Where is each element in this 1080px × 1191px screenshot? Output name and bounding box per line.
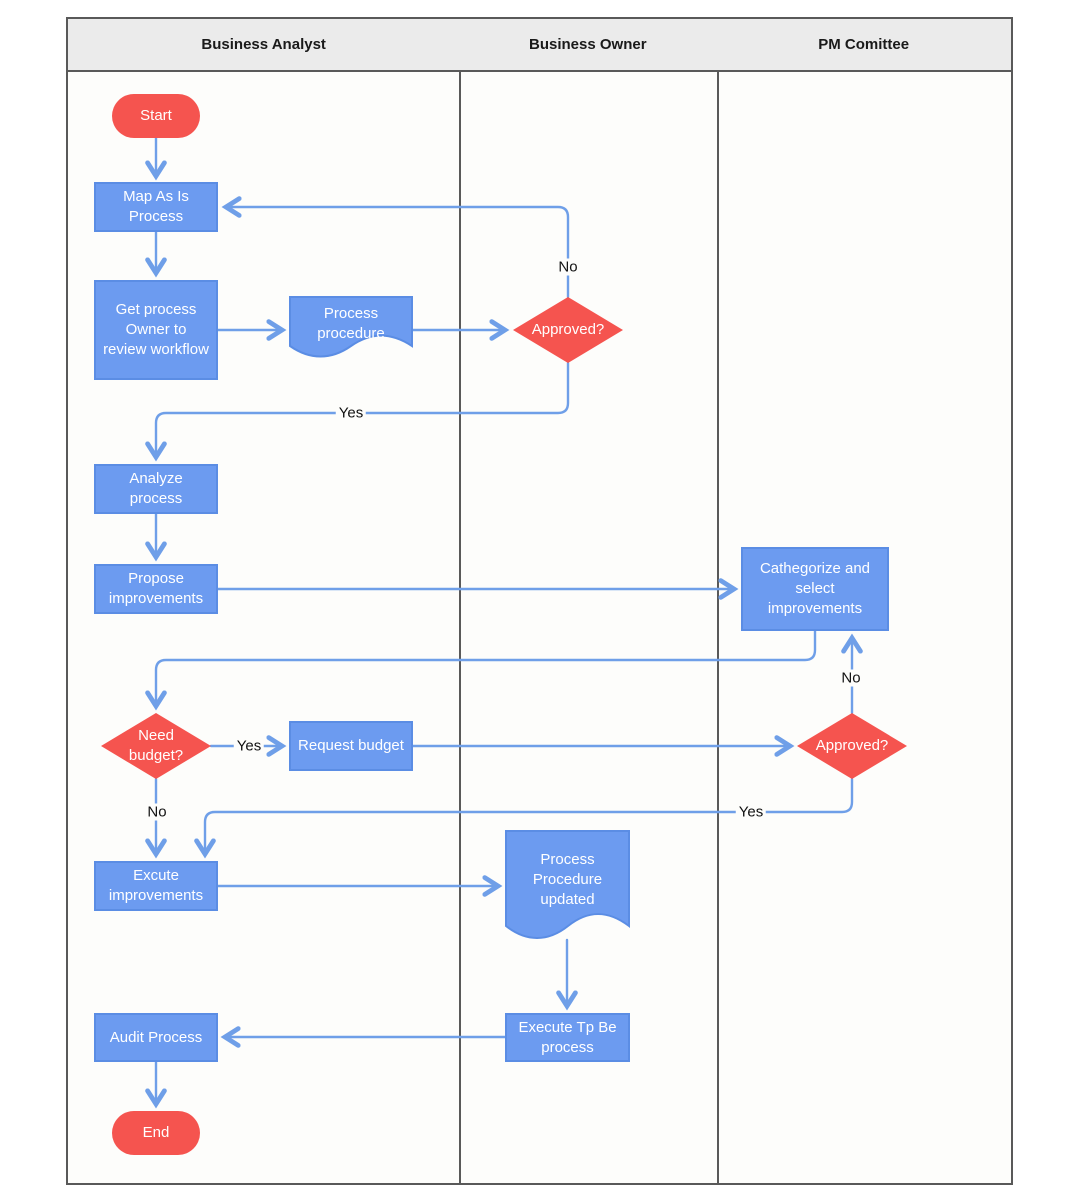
node-map-as-is-process: Map As Is Process: [94, 182, 218, 232]
node-process-procedure-updated-document: Process Procedure updated: [505, 830, 630, 945]
node-cathegorize-label: Cathegorize and select improvements: [759, 560, 871, 617]
edge-label-approved2-yes: Yes: [735, 803, 767, 821]
document-shape-icon: [505, 830, 630, 939]
edge-label-need-budget-yes: Yes: [233, 737, 265, 755]
node-start: Start: [112, 94, 200, 138]
node-get-process-owner: Get process Owner to review workflow: [94, 280, 218, 380]
node-approved-2-label: Approved?: [815, 737, 889, 755]
node-end: End: [112, 1111, 200, 1155]
lane-header-business-analyst: Business Analyst: [201, 36, 326, 53]
node-propose-improvements-label: Propose improvements: [108, 570, 204, 607]
node-map-as-is-process-label: Map As Is Process: [123, 188, 189, 225]
node-process-procedure-document: Process procedure: [289, 296, 413, 362]
node-start-label: Start: [140, 107, 172, 125]
node-analyze-process: Analyze process: [94, 464, 218, 514]
node-request-budget-label: Request budget: [298, 737, 404, 755]
node-end-label: End: [142, 1124, 170, 1142]
node-approved-1-label: Approved?: [531, 321, 605, 339]
node-analyze-process-label: Analyze process: [129, 470, 183, 507]
node-excute-improvements-label: Excute improvements: [108, 867, 204, 904]
node-propose-improvements: Propose improvements: [94, 564, 218, 614]
node-get-process-owner-label: Get process Owner to review workflow: [103, 301, 209, 358]
lane-divider-2: [717, 19, 719, 1183]
lane-header-row: Business Analyst Business Owner PM Comit…: [68, 19, 1011, 72]
node-process-procedure-updated-label: Process Procedure updated: [532, 851, 603, 908]
edge-label-approved2-no: No: [838, 669, 864, 687]
edge-label-need-budget-no: No: [144, 803, 170, 821]
node-execute-tp-be-process: Execute Tp Be process: [505, 1013, 630, 1062]
lane-header-pm-comittee: PM Comittee: [818, 36, 910, 53]
node-need-budget-label: Need budget?: [128, 727, 184, 764]
edge-label-approved1-yes: Yes: [335, 404, 367, 422]
node-audit-process-label: Audit Process: [109, 1028, 203, 1046]
node-execute-tp-be-label: Execute Tp Be process: [518, 1018, 617, 1056]
node-process-procedure-label: Process procedure: [317, 305, 385, 342]
node-audit-process: Audit Process: [94, 1013, 218, 1062]
lane-header-business-owner: Business Owner: [529, 36, 647, 53]
lane-divider-1: [459, 19, 461, 1183]
node-excute-improvements: Excute improvements: [94, 861, 218, 911]
edge-label-approved1-no: No: [555, 258, 581, 276]
node-request-budget: Request budget: [289, 721, 413, 771]
node-cathegorize-select-improvements: Cathegorize and select improvements: [741, 547, 889, 631]
document-shape-icon: [289, 296, 413, 358]
